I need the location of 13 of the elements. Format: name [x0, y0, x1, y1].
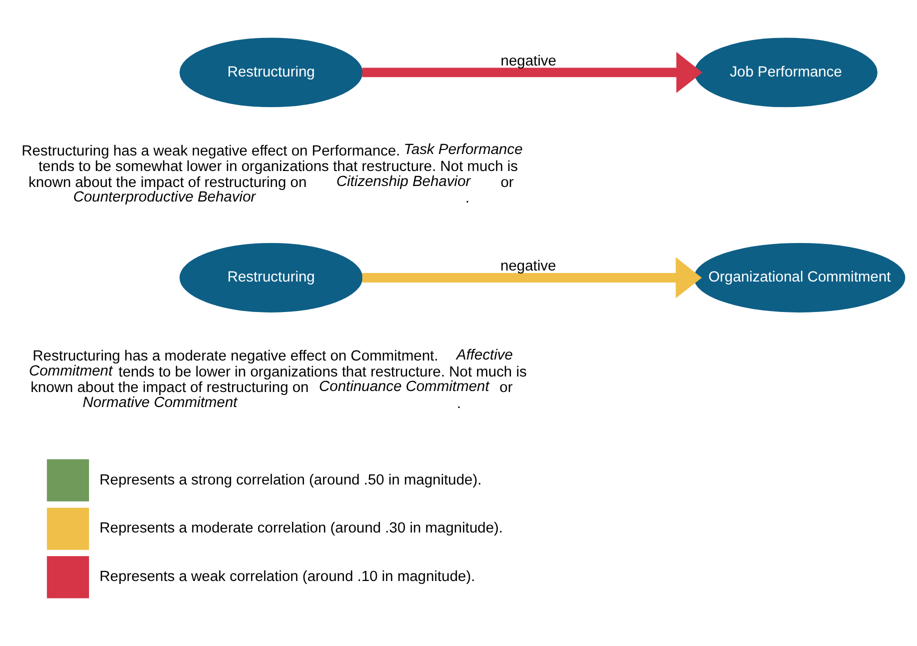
edge-label: negative [500, 258, 556, 274]
node-ellipse: Organizational Commitment [693, 242, 905, 312]
node-ellipse: Job Performance [694, 37, 877, 107]
edge-label: negative [500, 52, 556, 69]
node-ellipse: Restructuring [179, 242, 362, 312]
legend-label: Represents a strong correlation (around .50 in magnitude). [99, 472, 482, 488]
arrow [362, 51, 702, 92]
legend-label: Represents a moderate correlation (around .30 in magnitude). [99, 520, 502, 536]
arrow [362, 256, 702, 298]
node-ellipse: Restructuring [179, 37, 362, 107]
legend-label: Represents a weak correlation (around .10 in magnitude). [99, 568, 475, 585]
label: Restructuring has a weak negative effect on Performance. Task Performance tends to be somewhat lower in organizations that restructure. Not much is known about the impact of restructuring on Citizenship Behavior or Counterproductive Behavior. [21, 142, 522, 206]
label: Restructuring has a moderate negative effect on Commitment. Affective Commitment tends to be lower in organizations that restructure. Not much is known about the impact of restructuring on Continuance Commitment or Normative Commitment. [28, 347, 526, 412]
